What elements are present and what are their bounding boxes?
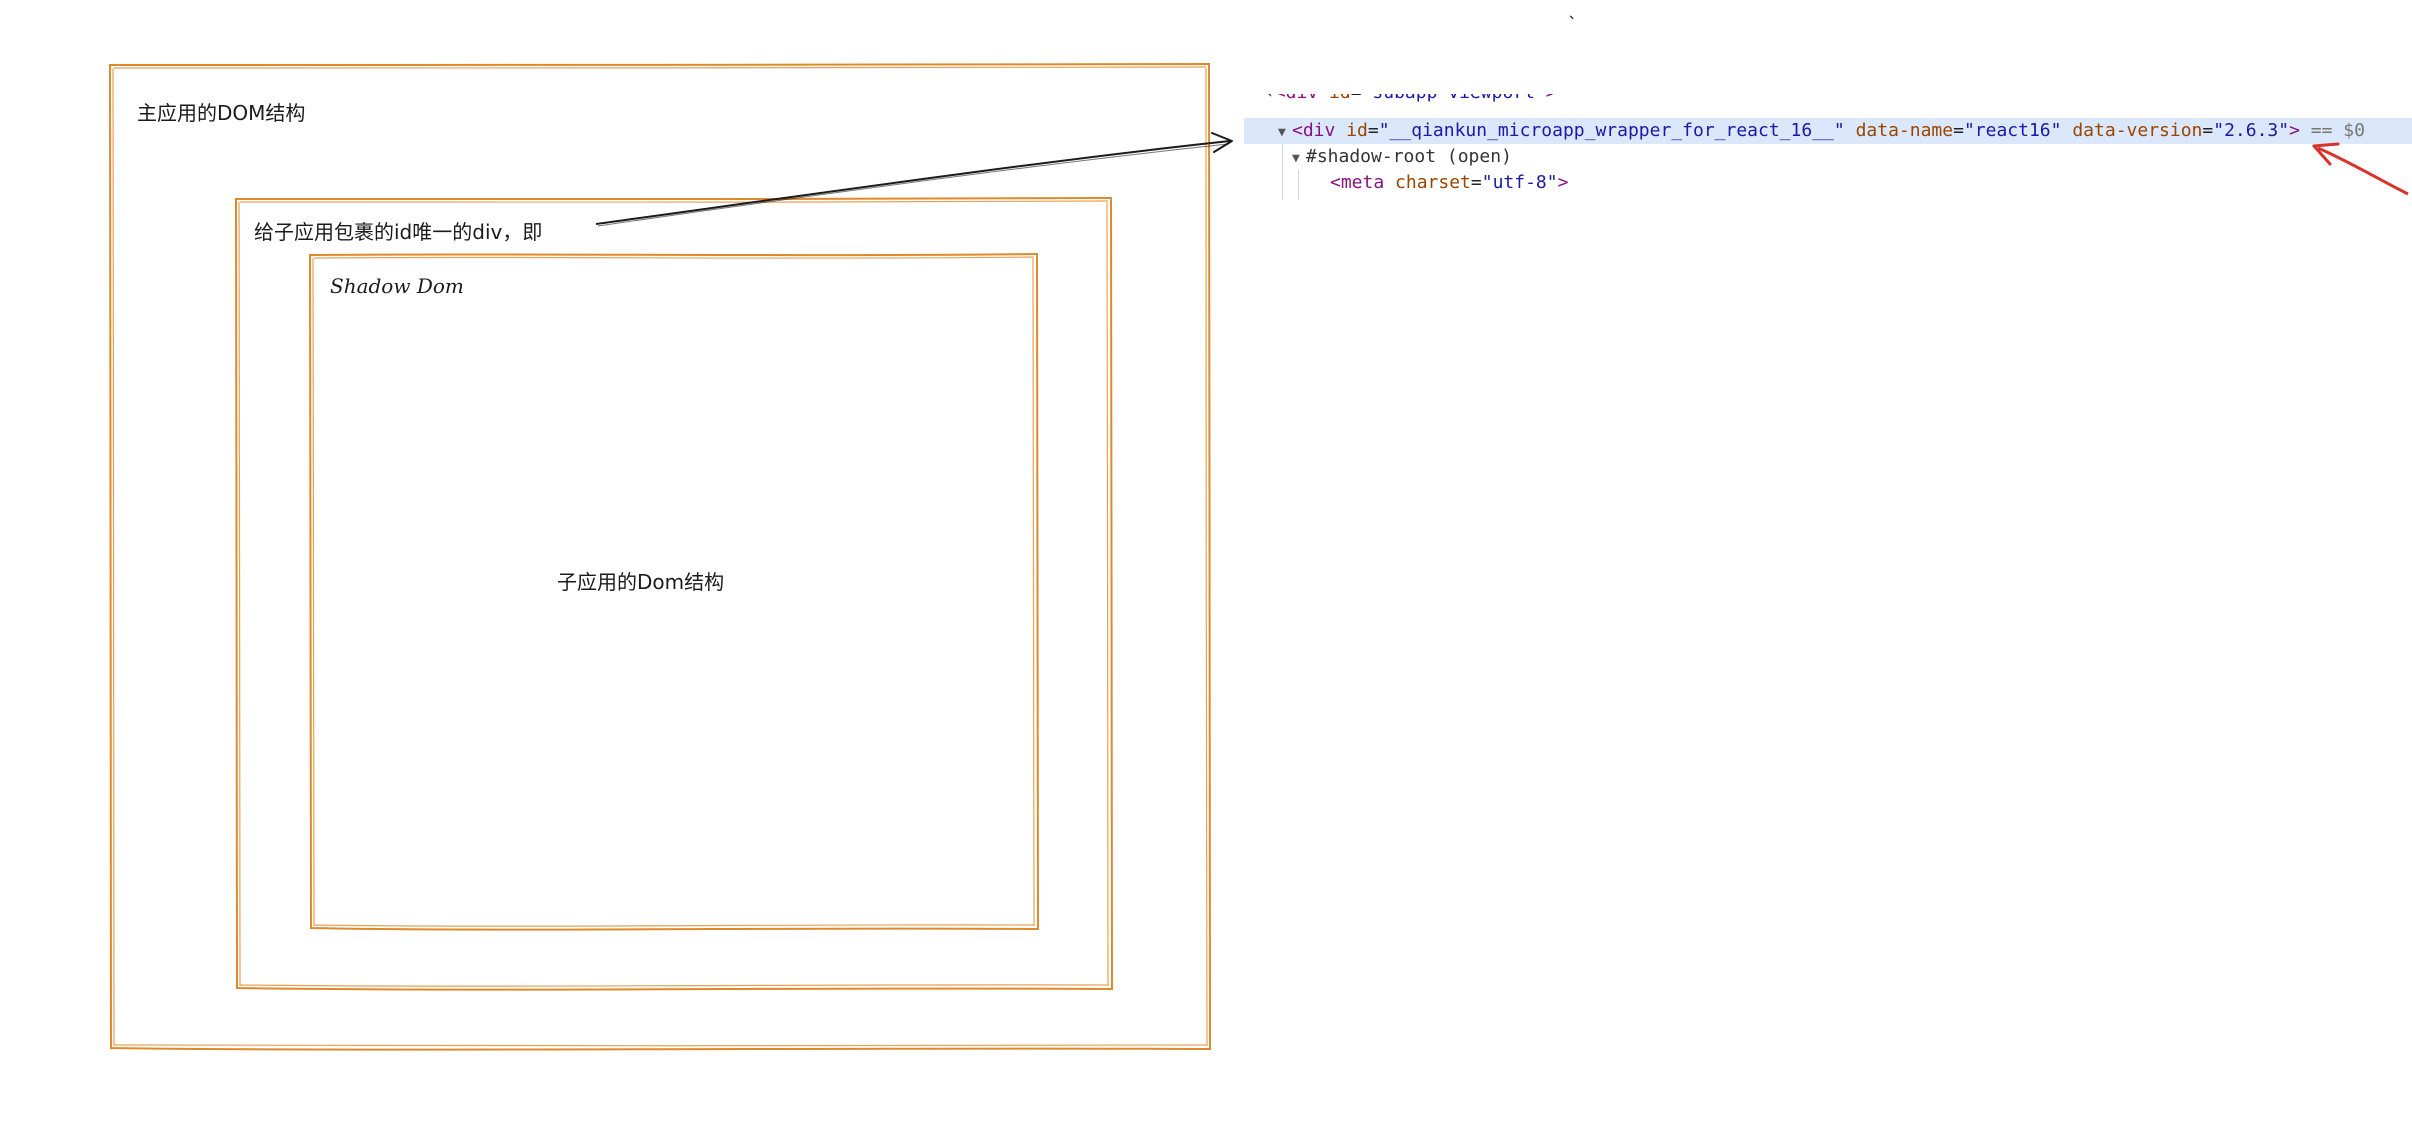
devtools-indent-guide	[1298, 170, 1299, 200]
shadow-dom-box-outline	[309, 253, 1039, 931]
expand-triangle-icon[interactable]: ▼	[1278, 125, 1286, 140]
devtools-line0-tag-close: >	[1546, 94, 1557, 103]
sub-app-label: 子应用的Dom结构	[557, 570, 725, 594]
devtools-line0-attr: id	[1329, 94, 1351, 103]
devtools-line3-val: "utf-8"	[1481, 172, 1558, 193]
devtools-line1-val-data-name: "react16"	[1963, 120, 2062, 141]
devtools-line2-text: #shadow-root (open)	[1306, 146, 1512, 167]
devtools-line1-val-id: "__qiankun_microapp_wrapper_for_react_16…	[1378, 120, 1845, 141]
red-pointer-arrow	[2312, 142, 2409, 196]
devtools-line-subapp-viewport[interactable]: ‹<div id="subapp-viewport">	[1264, 94, 1557, 106]
main-app-box	[108, 62, 1212, 1052]
devtools-line0-eq: =	[1351, 94, 1362, 103]
stray-mark: `	[1568, 14, 1577, 35]
expand-triangle-icon[interactable]: ▼	[1292, 151, 1300, 166]
devtools-line-meta[interactable]: <meta charset="utf-8">	[1330, 172, 1569, 193]
shadow-dom-box	[308, 252, 1040, 932]
devtools-line1-val-data-version: "2.6.3"	[2213, 120, 2290, 141]
shadow-dom-label: Shadow Dom	[330, 274, 464, 298]
wrapper-div-label: 给子应用包裹的id唯一的div，即	[254, 220, 543, 244]
devtools-line1-attr-data-name: data-name	[1855, 120, 1954, 141]
devtools-line0-prefix: ‹	[1264, 94, 1275, 103]
devtools-line1-suffix: == $0	[2310, 120, 2365, 141]
devtools-line1-attr-data-version: data-version	[2072, 120, 2203, 141]
main-app-box-outline	[109, 63, 1211, 1051]
main-app-label: 主应用的DOM结构	[137, 101, 306, 125]
devtools-line-shadow-root[interactable]: ▼ #shadow-root (open)	[1244, 144, 1512, 170]
connector-arrow	[595, 132, 1233, 227]
wrapper-div-box-outline	[235, 197, 1113, 991]
devtools-line-wrapper-div[interactable]: ▼<div id="__qiankun_microapp_wrapper_for…	[1244, 118, 2412, 144]
devtools-elements-panel: ‹<div id="subapp-viewport"> ▼<div id="__…	[1244, 94, 2412, 206]
devtools-line0-tag-open: <div	[1275, 94, 1329, 103]
devtools-line1-tag-open: <div	[1292, 120, 1347, 141]
wrapper-div-box	[234, 196, 1114, 992]
devtools-line1-tag-close: >	[2289, 120, 2300, 141]
devtools-line3-tag-open: <meta	[1330, 172, 1396, 193]
devtools-line3-tag-close: >	[1557, 172, 1569, 193]
devtools-line1-attr-id: id	[1346, 120, 1368, 141]
devtools-indent-guide	[1282, 144, 1283, 200]
devtools-line0-val: "subapp-viewport"	[1362, 94, 1546, 103]
devtools-line3-attr: charset	[1395, 172, 1471, 193]
